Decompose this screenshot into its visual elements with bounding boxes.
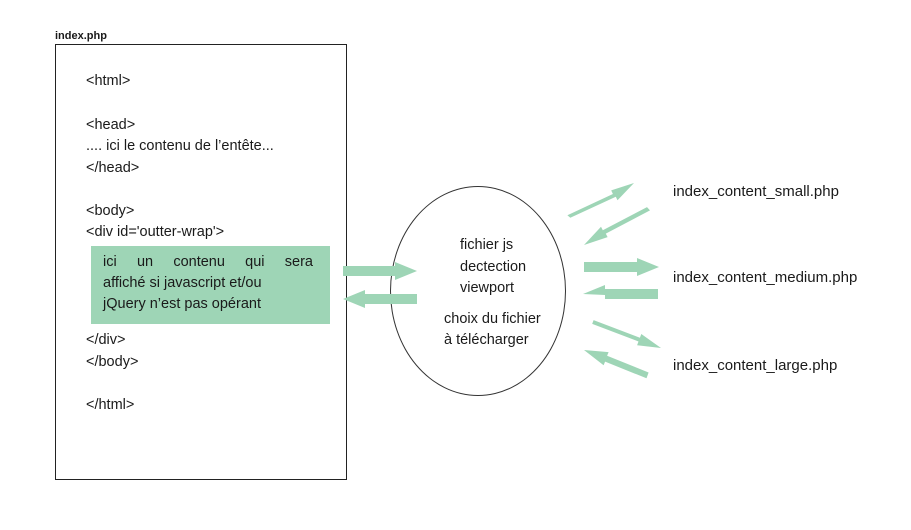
fallback-word: contenu xyxy=(173,254,225,270)
fallback-word: un xyxy=(136,254,154,270)
html-close-tag: </html> xyxy=(86,397,135,413)
head-content-text: .... ici le contenu de l’entête... xyxy=(86,138,274,154)
body-close-tag: </body> xyxy=(86,354,139,370)
html-open-tag: <html> xyxy=(86,73,131,89)
circle-text-3: viewport xyxy=(460,280,514,296)
arrow-from-large-icon xyxy=(584,350,649,379)
circle-text-2: dectection xyxy=(460,259,527,275)
arrow-from-medium-icon xyxy=(583,285,658,299)
arrow-to-medium-icon xyxy=(584,258,659,276)
index-php-box xyxy=(55,44,347,480)
head-open-tag: <head> xyxy=(86,117,136,133)
circle-text-5: à télécharger xyxy=(444,332,529,348)
fallback-line-2: affiché si javascript et/ou xyxy=(103,275,262,291)
circle-text-1: fichier js xyxy=(460,237,514,253)
fallback-word: qui xyxy=(245,254,265,270)
fallback-content-block: ici un contenu qui sera affiché si javas… xyxy=(91,246,330,324)
target-medium-label: index_content_medium.php xyxy=(673,269,858,286)
fallback-line-1: ici un contenu qui sera xyxy=(103,254,313,270)
arrow-to-small-icon xyxy=(567,183,634,218)
fallback-word: ici xyxy=(103,254,117,270)
target-large-label: index_content_large.php xyxy=(673,357,838,374)
target-small-label: index_content_small.php xyxy=(673,183,839,200)
file-title: index.php xyxy=(55,30,107,42)
arrow-to-js-icon xyxy=(343,262,417,280)
head-close-tag: </head> xyxy=(86,160,140,176)
fallback-line-3: jQuery n’est pas opérant xyxy=(103,296,261,312)
div-close-tag: </div> xyxy=(86,332,126,348)
arrow-from-small-icon xyxy=(584,207,650,245)
arrow-to-large-icon xyxy=(592,320,661,348)
circle-text-4: choix du fichier xyxy=(444,311,541,327)
js-viewport-detection-circle xyxy=(390,186,566,396)
div-open-tag: <div id='outter-wrap'> xyxy=(86,224,225,240)
fallback-word: sera xyxy=(284,254,313,270)
body-open-tag: <body> xyxy=(86,203,135,219)
arrow-from-js-icon xyxy=(343,290,417,308)
